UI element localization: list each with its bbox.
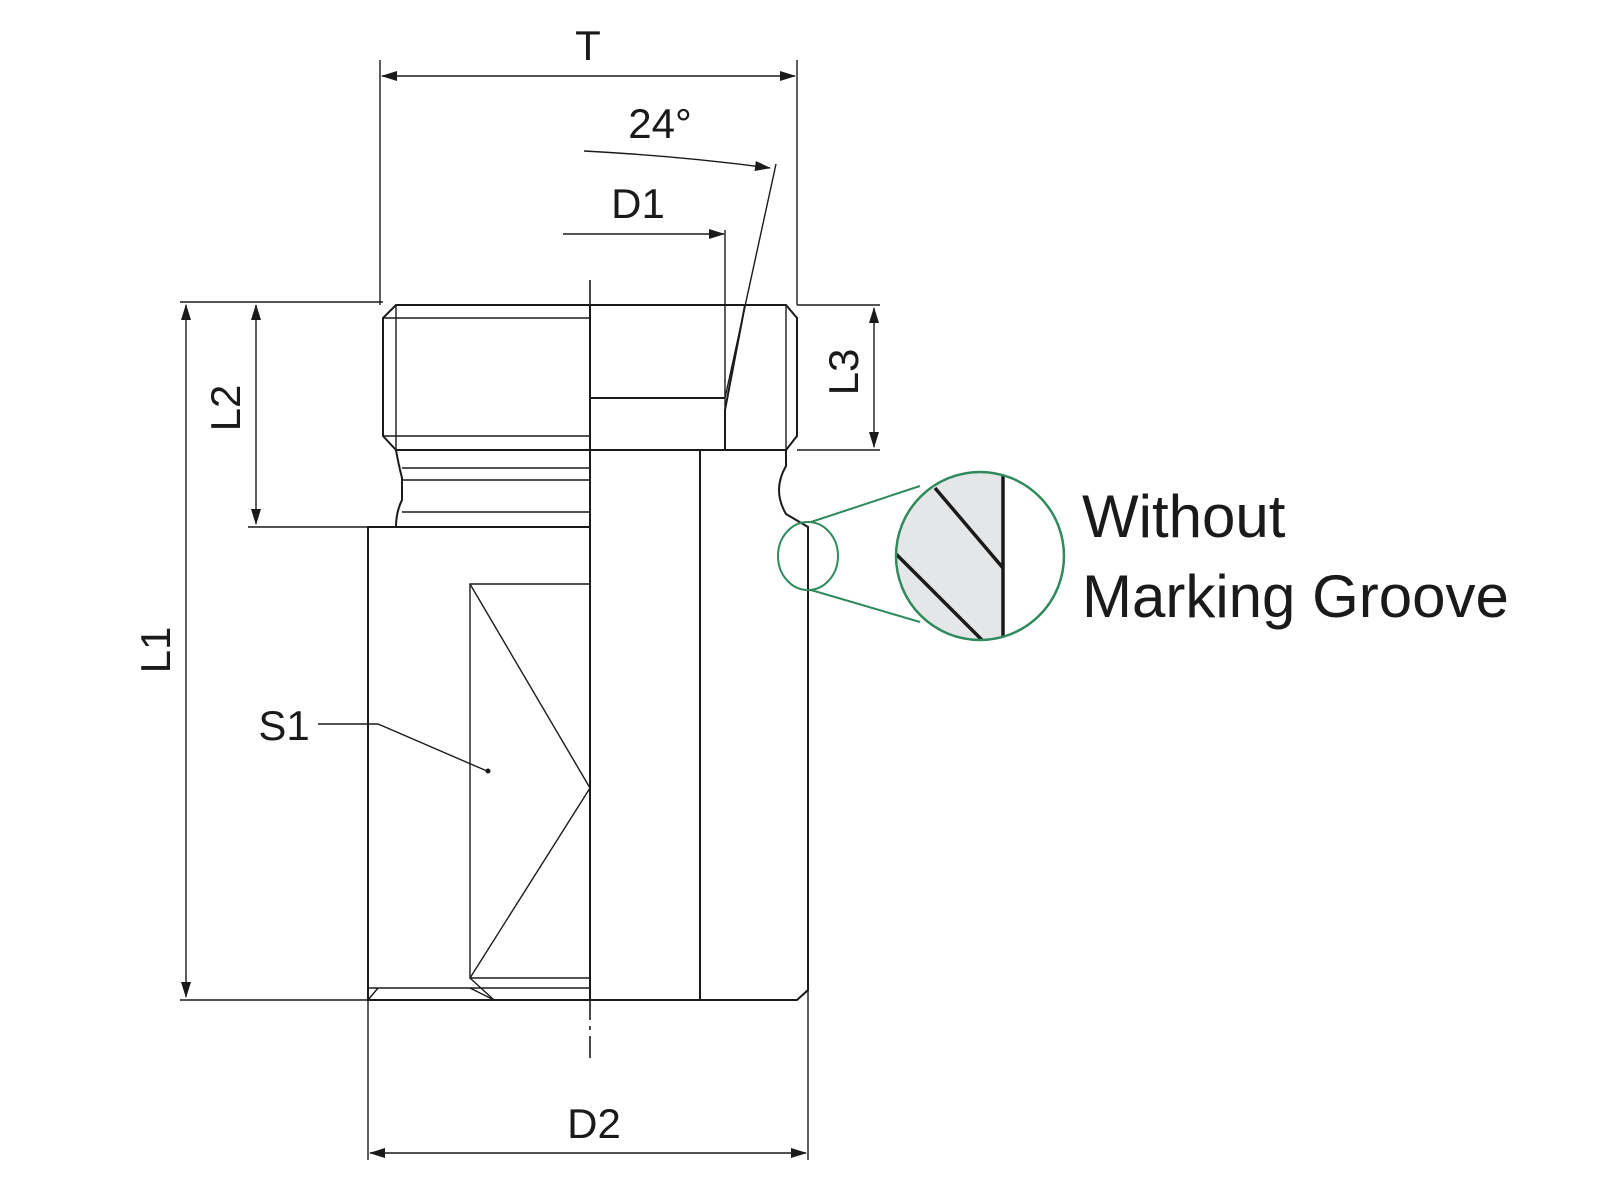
dim-D2-label: D2	[567, 1100, 621, 1147]
body-wall-section	[699, 449, 809, 1001]
dim-D1-label: D1	[611, 180, 665, 227]
thread-stub-outer	[382, 304, 591, 451]
detail-callout: Without Marking Groove	[777, 470, 1509, 642]
dim-L2-label: L2	[202, 385, 249, 432]
detail-source-circle	[777, 521, 839, 591]
undercut-groove-outer	[394, 449, 591, 528]
callout-line-1: Without	[1082, 483, 1286, 550]
S1-leader-line	[318, 723, 488, 772]
callout-line-2: Marking Groove	[1082, 563, 1509, 630]
detail-zoom-circle	[894, 470, 1066, 642]
hex-flat-outline	[469, 583, 590, 979]
dim-L3-label: L3	[820, 349, 867, 396]
angle-label: 24°	[628, 100, 692, 147]
detail-zoom-content	[896, 472, 1005, 640]
cone-angle-line	[724, 163, 777, 399]
dim-S1-label: S1	[258, 702, 309, 749]
angle-arc	[583, 150, 771, 171]
dim-L1-label: L1	[132, 627, 179, 674]
section-view-half	[590, 163, 809, 1001]
outer-view-half	[367, 304, 591, 1001]
dim-T-label: T	[575, 22, 601, 69]
dimensions: T 24° D1 L1 L2 L3 D2 S1	[132, 22, 880, 1160]
